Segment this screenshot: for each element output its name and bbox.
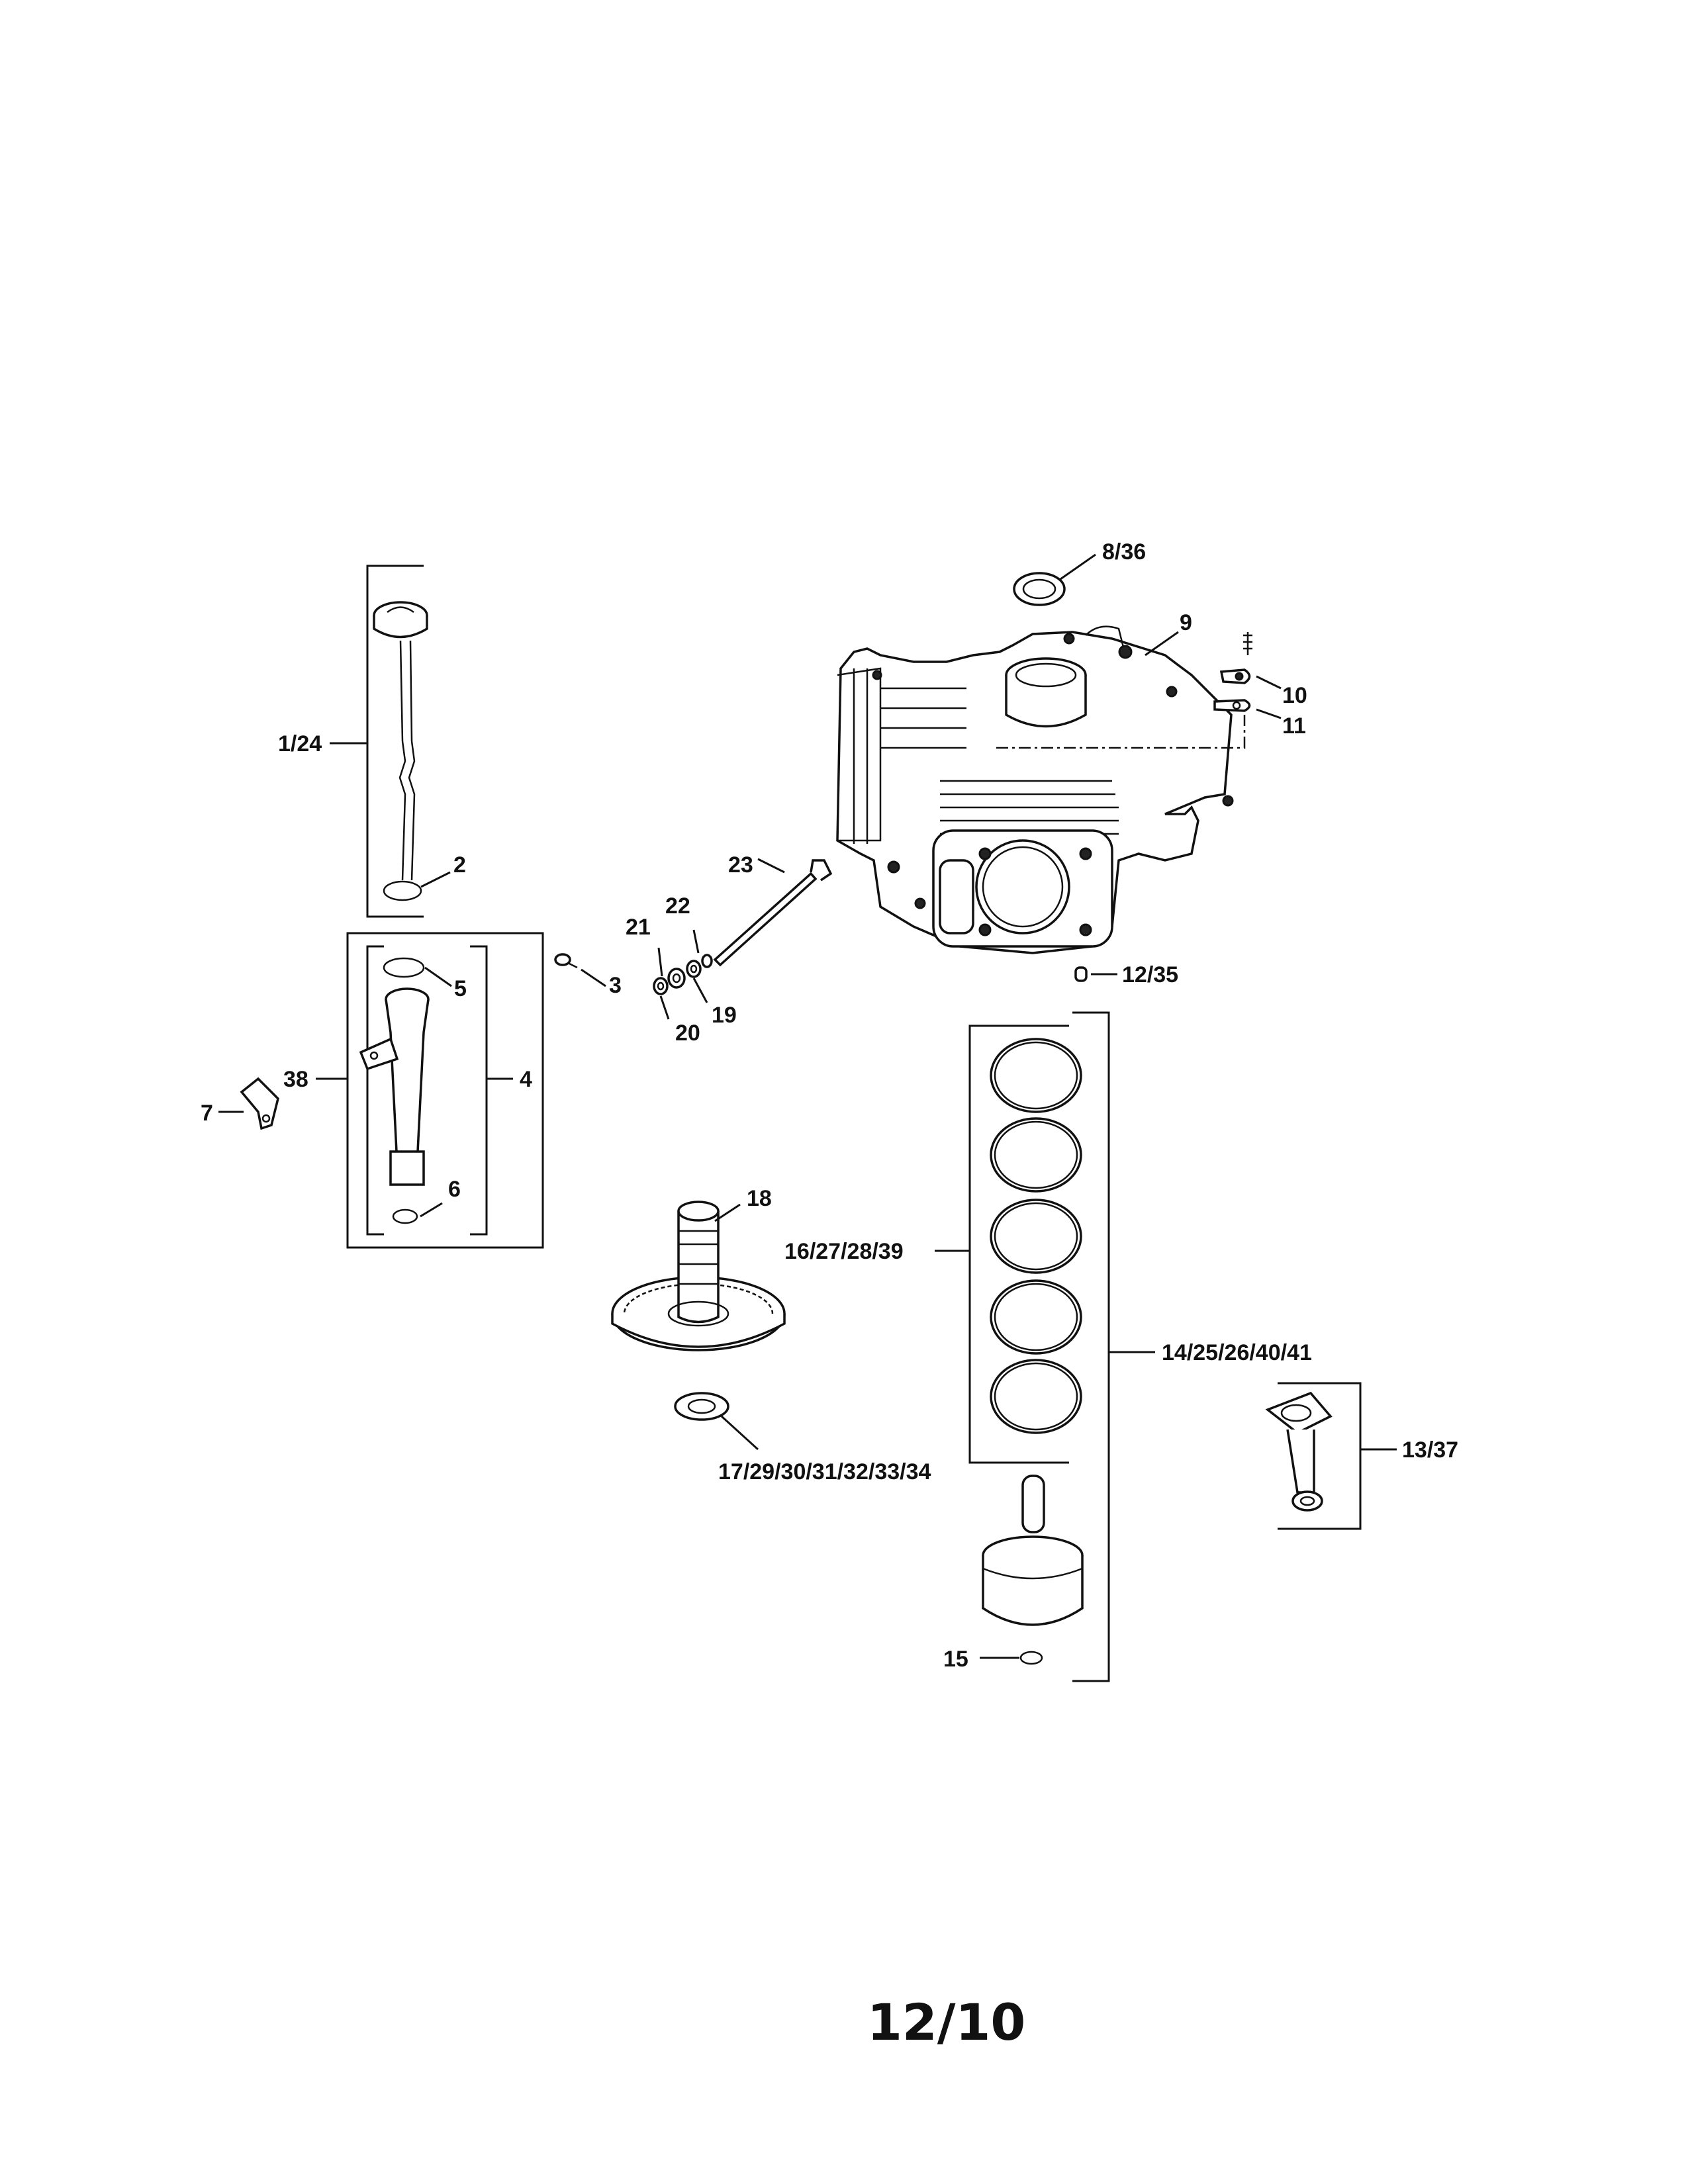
page-code: 12/10 <box>867 1993 1025 2052</box>
callout-4: 4 <box>520 1067 532 1092</box>
callout-10: 10 <box>1282 683 1307 708</box>
dipstick-assembly <box>366 565 428 918</box>
callout-12-35: 12/35 <box>1122 962 1178 987</box>
piston-ring-set <box>968 1011 1110 1682</box>
connecting-rod-part <box>1265 1382 1362 1530</box>
callout-9: 9 <box>1180 610 1192 635</box>
callout-7: 7 <box>201 1101 213 1126</box>
oil-seal-part <box>1013 572 1066 606</box>
callout-5: 5 <box>454 976 467 1001</box>
callout-6: 6 <box>448 1177 461 1202</box>
governor-shaft-parts <box>653 859 833 995</box>
callout-3: 3 <box>609 973 622 998</box>
callout-20: 20 <box>675 1021 700 1046</box>
callout-1-24: 1/24 <box>278 731 322 756</box>
bracket-part <box>240 1077 279 1130</box>
callout-16-27-28-39: 16/27/28/39 <box>784 1239 904 1264</box>
callout-19: 19 <box>712 1003 737 1028</box>
camshaft-part <box>611 1201 786 1421</box>
callout-15: 15 <box>943 1647 968 1672</box>
callout-17-29-30-31-32-33-34: 17/29/30/31/32/33/34 <box>718 1459 931 1484</box>
callout-2: 2 <box>453 852 466 878</box>
callout-21: 21 <box>626 915 651 940</box>
crankcase-block <box>836 625 1246 954</box>
dipstick-tube-assembly <box>346 932 544 1249</box>
piston-part <box>982 1475 1084 1665</box>
callout-38: 38 <box>283 1067 308 1092</box>
callout-13-37: 13/37 <box>1402 1437 1458 1463</box>
callout-11: 11 <box>1282 713 1306 739</box>
callout-23: 23 <box>728 852 753 878</box>
callout-labels: 8/36 9 10 11 1/24 2 23 22 21 3 5 19 20 1… <box>201 539 1458 1672</box>
callout-14-25-26-40-41: 14/25/26/40/41 <box>1162 1340 1312 1365</box>
callout-22: 22 <box>665 893 690 919</box>
callout-8-36: 8/36 <box>1102 539 1146 565</box>
leader-lines <box>218 553 1397 1659</box>
callout-18: 18 <box>747 1186 772 1211</box>
fastener-parts <box>1074 632 1252 982</box>
screw-part <box>554 953 578 969</box>
